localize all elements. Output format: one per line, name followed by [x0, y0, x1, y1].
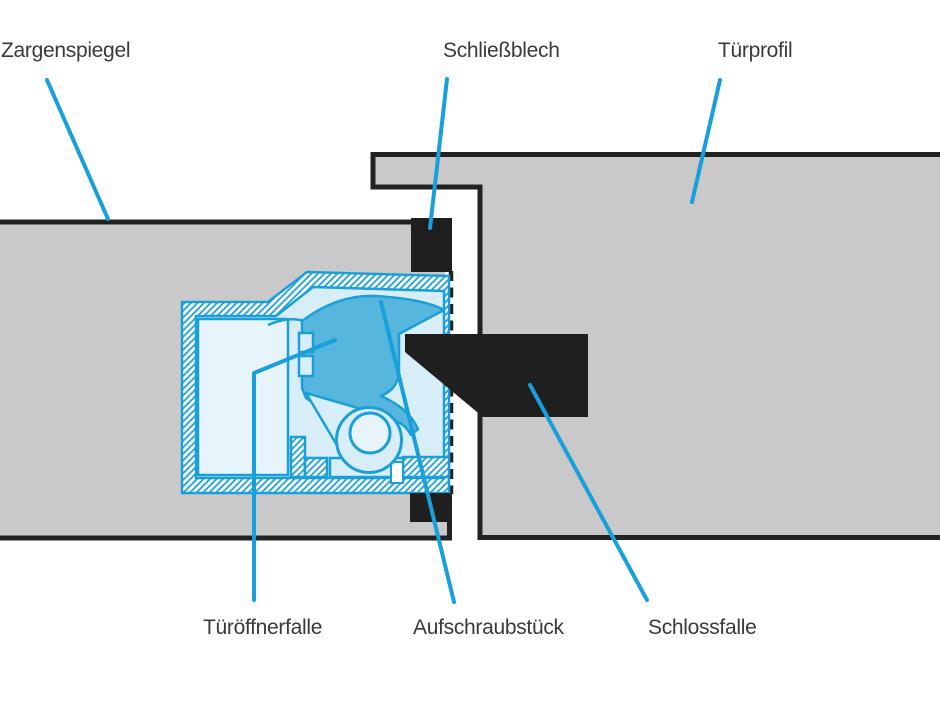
label-tuerprofil: Türprofil: [718, 39, 793, 62]
label-tueroeffnerfalle: Türöffnerfalle: [203, 616, 323, 639]
leader-zargenspiegel: [45, 78, 110, 221]
leader-aufschraubstueck: [379, 300, 456, 604]
label-schlossfalle: Schlossfalle: [648, 616, 757, 639]
leader-tuerprofil: [690, 78, 722, 204]
label-schliessblech: Schließblech: [443, 39, 560, 62]
leader-lines: [45, 77, 722, 604]
leader-schlossfalle: [528, 383, 649, 602]
latch-guide-block-lower: [297, 354, 315, 378]
door-opener-mechanism: [180, 270, 451, 495]
solenoid-housing: [196, 317, 290, 477]
mount-step-low: [303, 456, 329, 479]
leader-schliessblech: [428, 77, 449, 230]
adjust-slot: [390, 461, 404, 484]
mount-step-right: [401, 455, 451, 479]
label-zargenspiegel: Zargenspiegel: [1, 39, 131, 62]
door-profile-block: [370, 152, 940, 540]
label-aufschraubstueck: Aufschraubstück: [413, 616, 564, 639]
pivot-inner-circle: [348, 411, 392, 455]
leader-tueroeffnerfalle: [252, 338, 337, 602]
opener-latch-dark: [300, 294, 446, 437]
lock-latch-black: [405, 334, 588, 417]
mount-step-tall: [289, 435, 307, 479]
